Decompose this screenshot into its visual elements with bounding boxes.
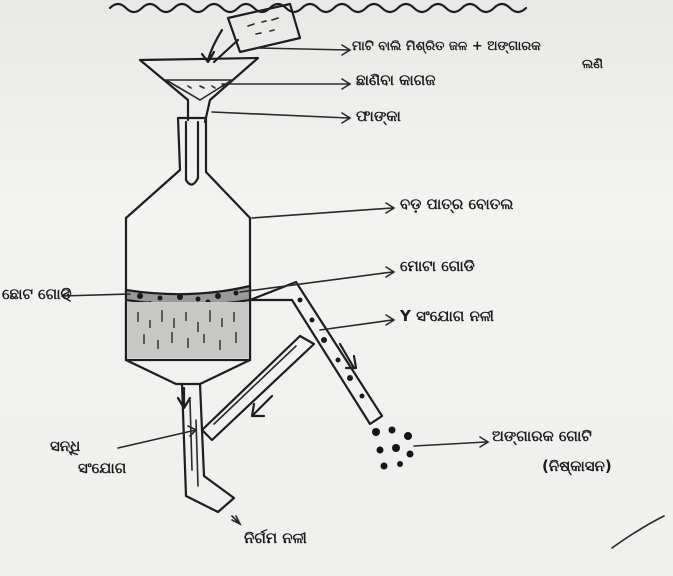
top-scribble bbox=[110, 4, 526, 12]
beaker-icon bbox=[214, 4, 300, 62]
label-filter-paper: ଛାଣିବା କାଗଜ bbox=[356, 72, 436, 89]
label-charcoal: ଅଙ୍ଗାରକ ଗୋଟି bbox=[492, 428, 592, 445]
label-junction: ସନ୍ଧି bbox=[50, 438, 80, 455]
fine-sand-layer bbox=[128, 302, 248, 358]
label-coarse-sand: ମୋଟା ଗୋଡି bbox=[400, 258, 475, 275]
margin-scribble bbox=[612, 516, 664, 548]
charcoal-pieces bbox=[372, 427, 414, 470]
label-y-tube: Y ସଂଯୋଗ ନଳୀ bbox=[400, 308, 494, 325]
label-water-mixture: ମାଟି ବାଲି ମିଶ୍ରିତ ଜଳ + ଅଙ୍ଗାରକ bbox=[352, 40, 541, 55]
flow-arrow-outlet bbox=[178, 388, 190, 408]
label-water-mixture-2: ଲଣି bbox=[582, 58, 603, 73]
label-charcoal-2: (ନିଷ୍କାସନ) bbox=[542, 458, 612, 475]
label-funnel: ଫାଙ୍କା bbox=[356, 108, 401, 125]
funnel bbox=[140, 58, 258, 122]
label-large-bottle: ବଡ଼ ପାତ୍ର ବୋତଲ bbox=[400, 196, 513, 213]
y-tube-right bbox=[250, 282, 382, 424]
label-junction-2: ସଂଯୋଗ bbox=[78, 460, 126, 477]
label-outlet: ନିର୍ଗମ ନଳୀ bbox=[244, 530, 307, 547]
label-fine-sand: ଛୋଟ ଗୋଡି bbox=[2, 286, 72, 303]
